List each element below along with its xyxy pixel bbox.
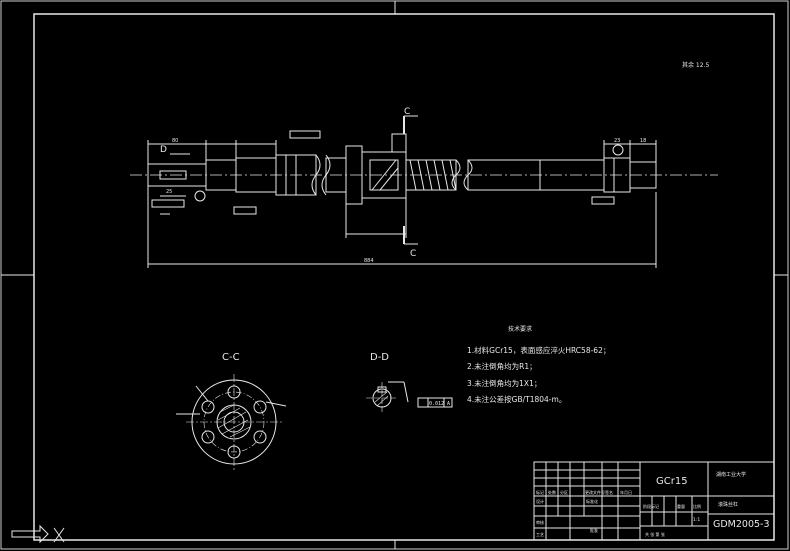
title-company: 湖南工业大学 (716, 471, 746, 478)
title-weight-label: 重量 (677, 503, 685, 509)
dd-tol-text: 0.012 A (429, 401, 450, 407)
tb-row-label-2: 处数 (548, 489, 556, 495)
tb-row-label-5: 签名 (605, 489, 613, 495)
dd-hatch (374, 391, 389, 407)
dim-key-len-text: 25 (166, 189, 172, 195)
cc-bolt-hole-6 (253, 430, 267, 444)
tb-row-label-4: 更改文件号 (585, 489, 605, 495)
nut-body-inner (369, 159, 399, 191)
title-block-grid (533, 461, 775, 541)
orientation-arrow-icon (11, 524, 49, 544)
thread-helix (409, 159, 457, 191)
tech-req-heading: 技术要求 (508, 325, 532, 333)
section-dd-view (366, 381, 453, 414)
tolerance-frame-2 (151, 199, 185, 208)
title-stage-label: 阶段标记 (643, 503, 659, 509)
cc-leader-3 (265, 401, 287, 407)
roughness-note: 其余 12.5 (682, 61, 709, 69)
title-block-outer (533, 461, 775, 541)
tb-sign-label-5: 批准 (590, 527, 598, 533)
datum-frame-1 (233, 206, 257, 215)
tb-sign-label-2: 标准化 (586, 498, 598, 504)
tech-note-1: 1.材料GCr15，表面感应淬火HRC58-62； (467, 345, 610, 355)
cc-leader-1 (195, 385, 209, 402)
title-material: GCr15 (656, 476, 688, 487)
cc-bolt-hole-3 (201, 400, 215, 414)
section-cc-view (176, 374, 287, 470)
section-c-label-top: C (404, 107, 410, 117)
cc-bolt-hole-2 (227, 445, 241, 459)
tolerance-frame-1 (289, 130, 321, 139)
view-cc-title: C-C (222, 352, 240, 363)
datum-circle-b (612, 144, 624, 156)
cc-bolt-hole-5 (201, 430, 215, 444)
tb-row-label-6: 年月日 (620, 489, 632, 495)
title-drawing-no: GDM2005-3 (713, 519, 770, 530)
inner-border (33, 13, 775, 541)
dim-right-a-text: 23 (614, 138, 620, 144)
tech-note-4: 4.未注公差按GB/T1804-m。 (467, 394, 566, 404)
shaft-main-view (130, 115, 718, 268)
tb-row-label-3: 分区 (560, 489, 568, 495)
dim-total-text: 884 (364, 258, 374, 264)
shaft-left-keyway (159, 170, 187, 180)
nut-hatch-1 (371, 159, 397, 191)
cc-hatch (217, 404, 251, 438)
section-c-label-bottom: C (410, 249, 416, 259)
tb-sign-label-4: 工艺 (536, 532, 544, 537)
title-part-name: 滚珠丝杠 (718, 501, 738, 508)
tb-row-label-1: 标记 (536, 489, 544, 495)
datum-circle-a (194, 190, 206, 202)
orientation-tick-2 (53, 527, 65, 543)
shaft-break-left (311, 154, 321, 196)
title-scale-value: 1:1 (693, 517, 700, 523)
view-dd-title: D-D (370, 352, 389, 363)
dd-leader (403, 381, 409, 403)
tb-sign-label-1: 设计 (536, 498, 544, 504)
tech-note-2: 2.未注倒角均为R1； (467, 361, 537, 371)
dim-left-len-text: 80 (172, 138, 178, 144)
nut-oil-port (391, 133, 407, 153)
section-d-label: D (160, 145, 167, 155)
tech-note-3: 3.未注倒角均为1X1； (467, 378, 541, 388)
nut-hatch-2 (379, 167, 399, 191)
dd-tol-frame (417, 397, 453, 408)
shaft-break-mid (451, 159, 461, 191)
cc-bolt-hole-1 (227, 385, 241, 399)
datum-frame-2 (591, 196, 615, 205)
title-scale-label: 比例 (693, 503, 701, 509)
title-sheet-label: 共 张 第 张 (645, 531, 665, 537)
tb-sign-label-3: 审核 (536, 519, 544, 525)
cc-bolt-hole-4 (253, 400, 267, 414)
shaft-right-step-2 (629, 161, 657, 189)
dim-right-b-text: 18 (640, 138, 646, 144)
